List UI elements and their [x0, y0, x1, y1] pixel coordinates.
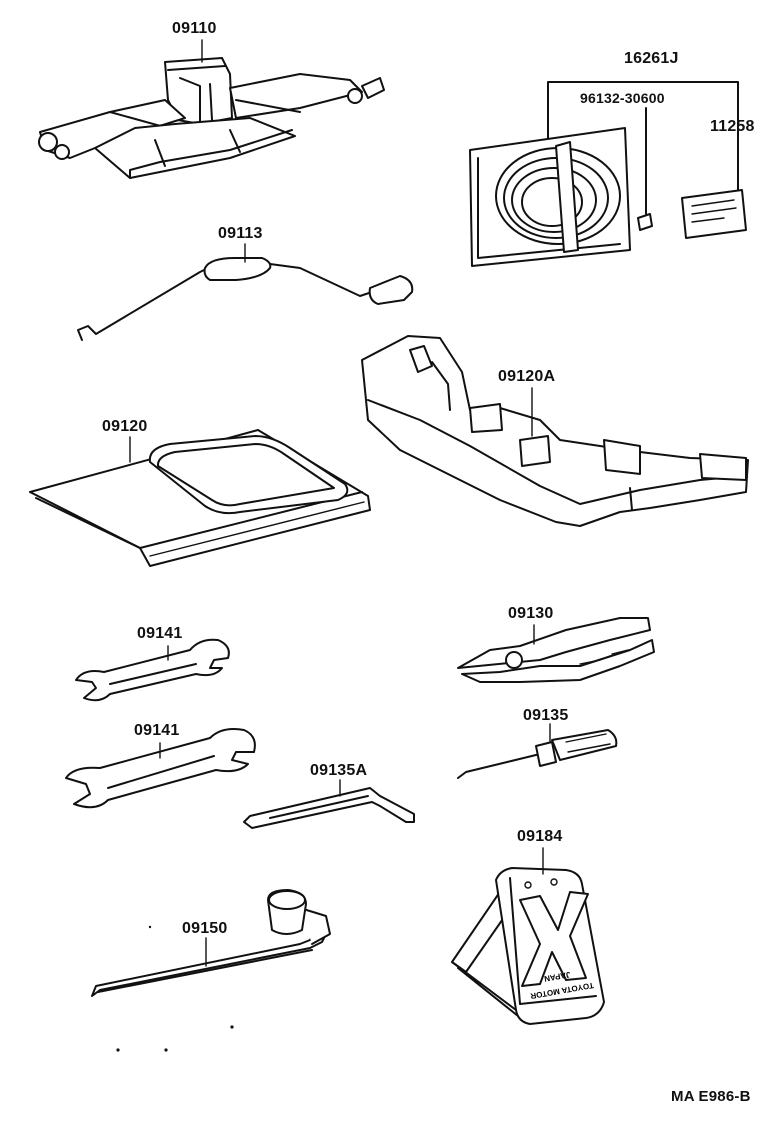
figure-code: MA E986-B	[671, 1088, 751, 1105]
part-label-label: 11258	[710, 118, 755, 135]
triangle-drawing	[451, 867, 605, 1025]
part-label-wrench-small: 09141	[137, 625, 183, 642]
print-specks	[116, 925, 234, 1052]
part-label-wrench-large: 09141	[134, 722, 180, 739]
wrench-large-drawing	[65, 728, 256, 809]
jack-drawing	[38, 57, 385, 179]
cord-assembly-drawing	[469, 81, 747, 267]
part-label-tool-tray: 09120A	[498, 368, 556, 385]
tool-bag-drawing	[29, 429, 371, 567]
tool-tray-drawing	[361, 335, 749, 527]
part-label-cord-assembly: 16261J	[624, 50, 679, 67]
part-label-screwdriver-bent: 09135A	[310, 762, 368, 779]
wrench-small-drawing	[75, 638, 230, 702]
part-label-triangle: 09184	[517, 828, 563, 845]
pliers-drawing	[457, 617, 655, 683]
screwdriver-drawing	[457, 729, 618, 779]
part-label-pliers: 09130	[508, 605, 554, 622]
wheel-wrench-drawing	[91, 889, 331, 997]
part-label-jack-handle: 09113	[218, 225, 263, 242]
part-label-clip: 96132-30600	[580, 90, 665, 106]
part-label-wheel-wrench: 09150	[182, 920, 228, 937]
part-label-jack: 09110	[172, 20, 217, 37]
part-label-screwdriver: 09135	[523, 707, 569, 724]
jack-handle-drawing	[77, 257, 414, 341]
part-label-tool-bag: 09120	[102, 418, 148, 435]
leader-lines	[129, 39, 551, 967]
screwdriver-bent-drawing	[243, 787, 415, 829]
